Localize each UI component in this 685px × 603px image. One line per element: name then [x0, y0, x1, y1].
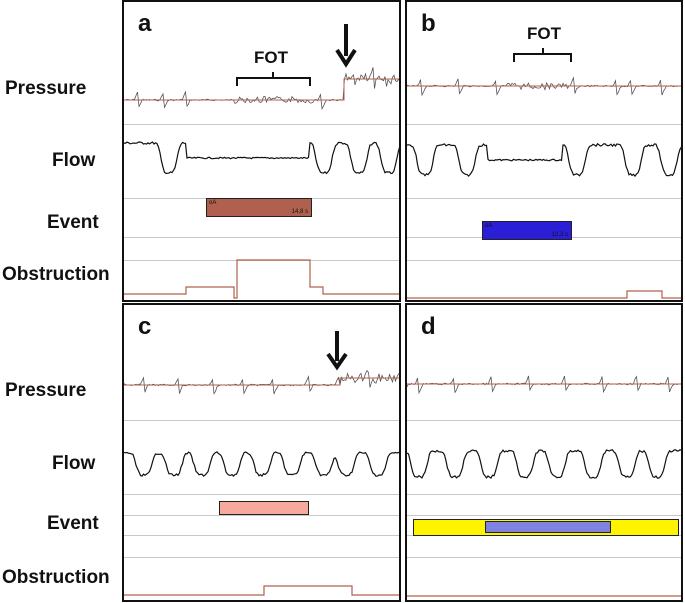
label-event-bottom: Event — [47, 513, 99, 534]
panel-c-traces — [124, 331, 399, 596]
obstruction-trace — [124, 585, 399, 596]
fot-label: FOT — [254, 48, 288, 67]
panel-c: c — [122, 303, 401, 602]
label-flow-bottom: Flow — [52, 453, 96, 474]
fot-label: FOT — [527, 24, 561, 43]
panel-letter: a — [138, 10, 152, 37]
flow-trace — [407, 142, 681, 178]
panel-letter: c — [138, 313, 152, 340]
pressure-trace — [124, 67, 399, 111]
event-bar: oA 14,8 s — [206, 198, 312, 217]
label-pressure-top: Pressure — [5, 78, 87, 99]
down-arrow-icon — [326, 331, 348, 371]
flow-trace — [124, 141, 399, 175]
flow-trace — [407, 449, 681, 479]
panel-d-traces — [407, 375, 681, 597]
panel-a: a FOT oA 14,8 s — [122, 0, 401, 302]
pressure-baseline — [124, 78, 399, 101]
event-bar — [219, 501, 309, 515]
event-duration: 12,3 s — [551, 232, 568, 238]
pressure-baseline — [124, 377, 399, 386]
panel-b-traces — [407, 48, 681, 299]
fot-bracket — [513, 48, 572, 62]
panel-a-traces — [124, 24, 399, 299]
label-obstruction-top: Obstruction — [2, 264, 110, 285]
fot-bracket — [236, 72, 311, 86]
event-duration: 14,8 s — [291, 209, 308, 215]
panel-d: d — [405, 303, 683, 602]
label-pressure-bottom: Pressure — [5, 380, 87, 401]
obstruction-trace — [407, 290, 681, 299]
event-tag: oA — [209, 200, 217, 206]
event-bar — [485, 521, 611, 533]
panel-b: b FOT oA 12,3 s — [405, 0, 683, 302]
down-arrow-icon — [335, 24, 357, 68]
event-bar: oA 12,3 s — [482, 221, 572, 240]
obstruction-trace — [124, 259, 399, 299]
label-flow-top: Flow — [52, 150, 96, 171]
pressure-trace — [124, 369, 399, 395]
panel-letter: b — [421, 10, 436, 37]
flow-trace — [124, 451, 399, 478]
label-obstruction-bottom: Obstruction — [2, 567, 110, 588]
panel-letter: d — [421, 313, 436, 340]
event-tag: oA — [485, 223, 493, 229]
label-event-top: Event — [47, 212, 99, 233]
